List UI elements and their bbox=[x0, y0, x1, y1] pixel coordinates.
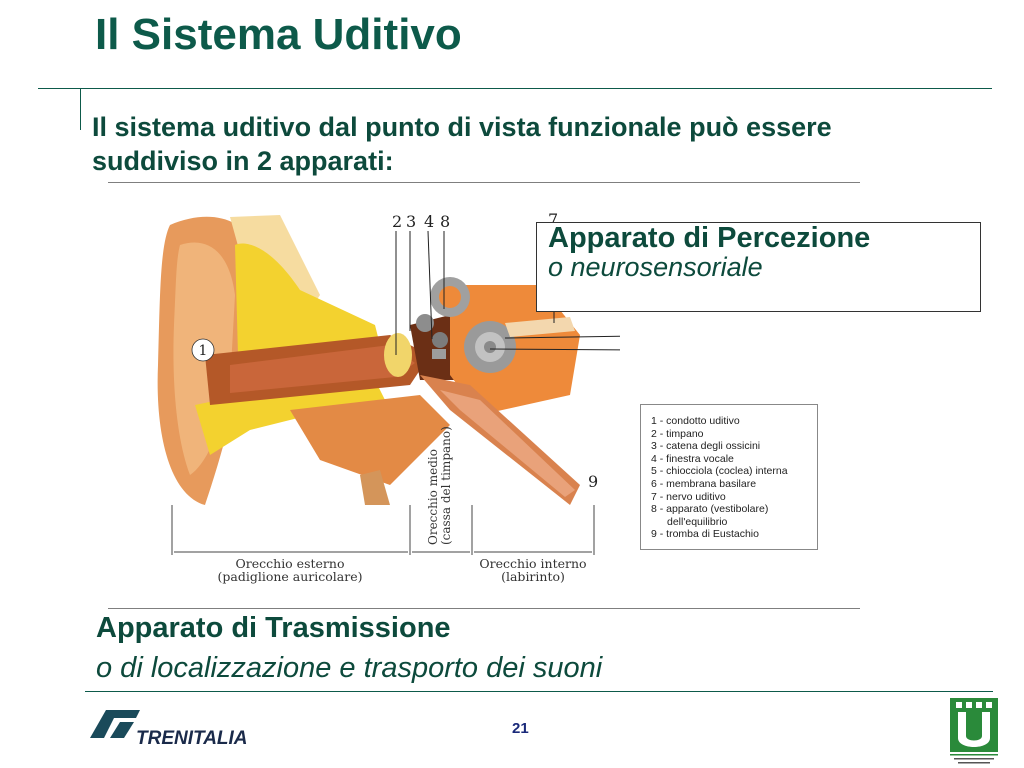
legend-item: 1 - condotto uditivo bbox=[651, 415, 740, 427]
bottom-divider bbox=[85, 691, 993, 692]
region-medio-sub: (cassa del timpano) bbox=[439, 426, 453, 545]
label-2: 2 bbox=[392, 212, 402, 231]
legend-item: 6 - membrana basilare bbox=[651, 477, 757, 490]
label-1: 1 bbox=[199, 343, 208, 359]
legend-item: 5 - chiocciola (coclea) interna bbox=[651, 465, 788, 478]
region-esterno: Orecchio esterno bbox=[236, 556, 345, 571]
ear-anatomy-diagram: 1 2 3 4 8 7 6 5 9 Orecchio esterno (padi… bbox=[157, 210, 620, 584]
intro-text: Il sistema uditivo dal punto di vista fu… bbox=[92, 112, 832, 176]
slide-title: Il Sistema Uditivo bbox=[95, 10, 462, 59]
middle-divider bbox=[108, 608, 860, 609]
percezione-box bbox=[536, 222, 981, 312]
trenitalia-logo-text: TRENITALIA bbox=[136, 728, 248, 749]
diagram-legend: 1 - condotto uditivo 2 - timpano 3 - cat… bbox=[640, 404, 818, 550]
trenitalia-logo bbox=[90, 710, 140, 738]
top-divider bbox=[38, 88, 992, 89]
page-number: 21 bbox=[512, 720, 529, 737]
legend-item: 2 - timpano bbox=[651, 427, 704, 440]
trasmissione-subtitle: o di localizzazione e trasporto dei suon… bbox=[96, 652, 603, 684]
region-medio: Orecchio medio bbox=[426, 449, 440, 545]
label-7: 7 bbox=[548, 210, 558, 229]
percezione-subtitle: o neurosensoriale bbox=[548, 252, 763, 282]
region-interno: Orecchio interno bbox=[479, 556, 586, 571]
label-3: 3 bbox=[406, 212, 416, 231]
trasmissione-title: Apparato di Trasmissione bbox=[96, 612, 451, 644]
legend-item: 8 - apparato (vestibolare) bbox=[651, 503, 769, 516]
region-esterno-sub: (padiglione auricolare) bbox=[218, 569, 363, 584]
top-divider-tick bbox=[80, 88, 81, 130]
legend-item: dell'equilibrio bbox=[667, 515, 728, 528]
label-9: 9 bbox=[588, 472, 598, 491]
legend-item: 4 - finestra vocale bbox=[651, 452, 734, 465]
label-4: 4 bbox=[424, 212, 434, 231]
percezione-title: Apparato di Percezione bbox=[548, 222, 871, 254]
intro-divider bbox=[108, 182, 860, 183]
label-8: 8 bbox=[440, 212, 450, 231]
region-interno-sub: (labirinto) bbox=[501, 569, 565, 584]
legend-item: 3 - catena degli ossicini bbox=[651, 440, 761, 453]
legend-item: 9 - tromba di Eustachio bbox=[651, 528, 759, 541]
university-logo bbox=[950, 698, 998, 764]
legend-item: 7 - nervo uditivo bbox=[651, 490, 726, 503]
